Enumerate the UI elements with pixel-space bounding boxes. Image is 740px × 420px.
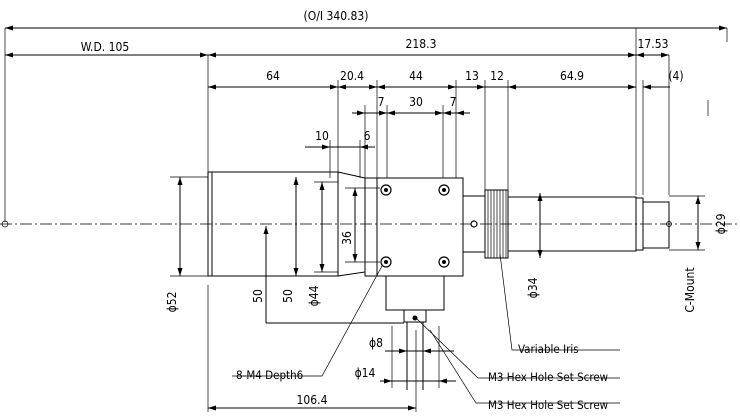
dim-oi: (O/I 340.83) (304, 9, 369, 23)
dim-wd: W.D. 105 (81, 40, 130, 54)
port-diameter-dims (380, 326, 456, 388)
dim-6: 6 (364, 129, 371, 143)
arrowheads (5, 25, 727, 411)
dim-7b: 7 (450, 95, 457, 109)
dim-7a: 7 (378, 95, 385, 109)
label-cmount: C-Mount (683, 267, 697, 312)
label-variable-iris: Variable Iris (518, 342, 579, 356)
dim-flange: 17.53 (638, 37, 669, 51)
dim-phi29: ϕ29 (714, 213, 728, 234)
dim-30: 30 (409, 95, 423, 109)
leader-lines (232, 100, 709, 404)
label-set-screw-2: M3 Hex Hole Set Screw (488, 398, 609, 412)
dimension-labels: (O/I 340.83) W.D. 105 218.3 17.53 (4) 64… (81, 9, 728, 407)
dim-36: 36 (340, 231, 354, 245)
dim-64-9: 64.9 (560, 69, 584, 83)
dim-phi52: ϕ52 (165, 292, 179, 313)
callout-labels: C-Mount Variable Iris 8-M4 Depth6 M3 Hex… (236, 267, 697, 412)
dim-44: 44 (409, 69, 423, 83)
label-m4-depth: 8-M4 Depth6 (236, 368, 303, 382)
lens-body (207, 171, 672, 390)
dim-paren4: (4) (668, 69, 683, 83)
dim-64: 64 (266, 69, 280, 83)
dim-phi14: ϕ14 (355, 366, 376, 380)
dim-13: 13 (465, 69, 479, 83)
dim-50a: 50 (251, 289, 265, 303)
horizontal-dimension-lines (5, 27, 727, 409)
vertical-dimension-lines (170, 176, 705, 324)
dim-10: 10 (315, 129, 329, 143)
dim-20-4: 20.4 (340, 69, 364, 83)
dim-106-4: 106.4 (297, 393, 328, 407)
label-set-screw-1: M3 Hex Hole Set Screw (488, 370, 609, 384)
dim-phi8: ϕ8 (369, 336, 383, 350)
dim-12: 12 (490, 69, 504, 83)
dim-50b: 50 (281, 289, 295, 303)
object-point-marker (1, 220, 9, 228)
dim-total: 218.3 (406, 37, 437, 51)
dim-phi34: ϕ34 (526, 277, 540, 298)
extension-lines (4, 28, 728, 412)
dim-phi44: ϕ44 (307, 285, 321, 306)
